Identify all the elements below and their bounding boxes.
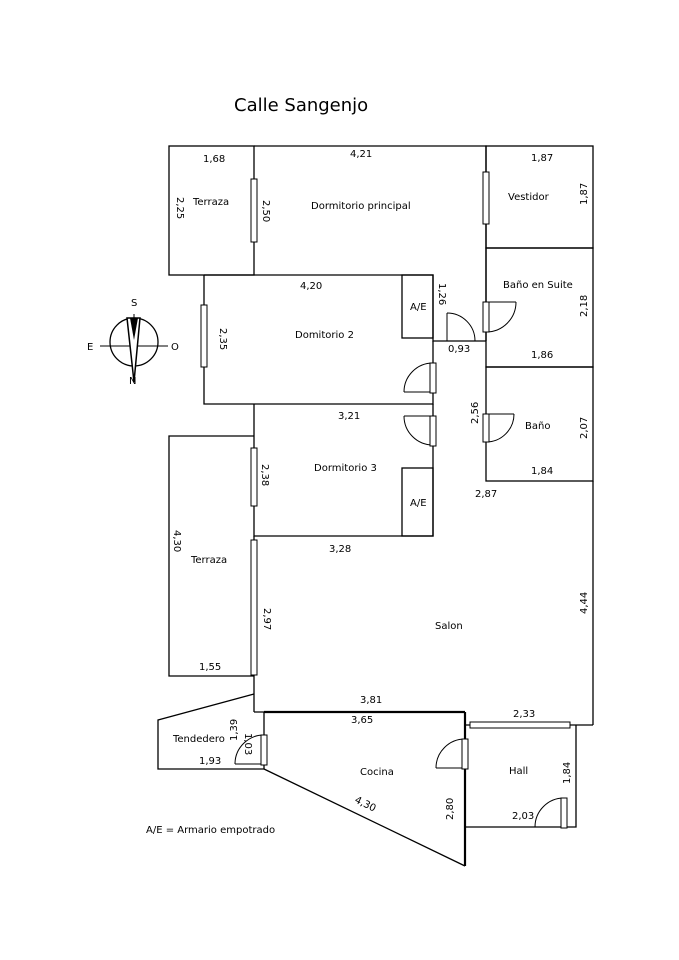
dim-label: 2,56 xyxy=(470,402,481,424)
dim-label: 1,86 xyxy=(531,350,553,361)
room-labels: Terraza Dormitorio principal Vestidor Do… xyxy=(172,192,573,778)
room-dormitorio-3: Dormitorio 3 xyxy=(314,463,377,474)
dim-label: 1,03 xyxy=(242,733,253,755)
compass-s: S xyxy=(131,298,137,309)
dim-label: 1,93 xyxy=(199,756,221,767)
room-salon: Salon xyxy=(435,621,463,632)
dim-label: 4,21 xyxy=(350,149,372,160)
dim-label: 2,25 xyxy=(174,197,185,219)
dim-label: 2,35 xyxy=(217,328,228,350)
dim-label: 1,87 xyxy=(579,183,590,205)
dim-label: 2,50 xyxy=(260,200,271,222)
room-dormitorio-2: Domitorio 2 xyxy=(295,330,354,341)
dim-label: 2,07 xyxy=(579,417,590,439)
room-bano-suite: Baño en Suite xyxy=(503,280,573,291)
dim-label: 3,28 xyxy=(329,544,351,555)
dim-label: 1,68 xyxy=(203,154,225,165)
doors xyxy=(234,301,568,829)
room-ae-2: A/E xyxy=(410,498,427,509)
compass-o: O xyxy=(171,342,179,353)
legend-note: A/E = Armario empotrado xyxy=(146,825,275,836)
dim-label: 0,93 xyxy=(448,344,470,355)
walls xyxy=(157,145,594,867)
windows xyxy=(200,171,571,729)
room-dormitorio-principal: Dormitorio principal xyxy=(311,201,411,212)
dim-label: 2,38 xyxy=(259,464,270,486)
dim-label: 1,39 xyxy=(229,719,240,741)
dim-label: 2,03 xyxy=(512,811,534,822)
street-title: Calle Sangenjo xyxy=(234,95,368,116)
dim-label: 4,30 xyxy=(353,795,378,815)
dim-label: 2,87 xyxy=(475,489,497,500)
room-cocina: Cocina xyxy=(360,767,394,778)
compass-n: N xyxy=(129,376,136,387)
dim-label: 4,44 xyxy=(579,592,590,614)
dim-label: 2,33 xyxy=(513,709,535,720)
dim-label: 2,97 xyxy=(261,608,272,630)
room-bano: Baño xyxy=(525,421,550,432)
dim-label: 2,80 xyxy=(445,798,456,820)
compass: S E O N xyxy=(87,298,179,387)
dimension-labels: 1,68 4,21 1,87 4,20 0,93 1,86 3,21 1,84 … xyxy=(171,149,590,822)
dim-label: 3,21 xyxy=(338,411,360,422)
dim-label: 3,81 xyxy=(360,695,382,706)
dim-label: 4,20 xyxy=(300,281,322,292)
dim-label: 1,84 xyxy=(562,762,573,784)
dim-label: 2,18 xyxy=(579,295,590,317)
room-terraza-left: Terraza xyxy=(190,555,227,566)
dim-label: 1,87 xyxy=(531,153,553,164)
dim-label: 1,26 xyxy=(436,283,447,305)
room-vestidor: Vestidor xyxy=(508,192,550,203)
dim-label: 4,30 xyxy=(171,530,182,552)
compass-needle-head-icon xyxy=(130,318,138,340)
dim-label: 1,55 xyxy=(199,662,221,673)
room-hall: Hall xyxy=(509,766,528,777)
room-tendedero: Tendedero xyxy=(172,734,225,745)
dim-label: 1,84 xyxy=(531,466,553,477)
compass-e: E xyxy=(87,342,93,353)
room-ae-1: A/E xyxy=(410,302,427,313)
room-terraza-top: Terraza xyxy=(192,197,229,208)
dim-label: 3,65 xyxy=(351,715,373,726)
